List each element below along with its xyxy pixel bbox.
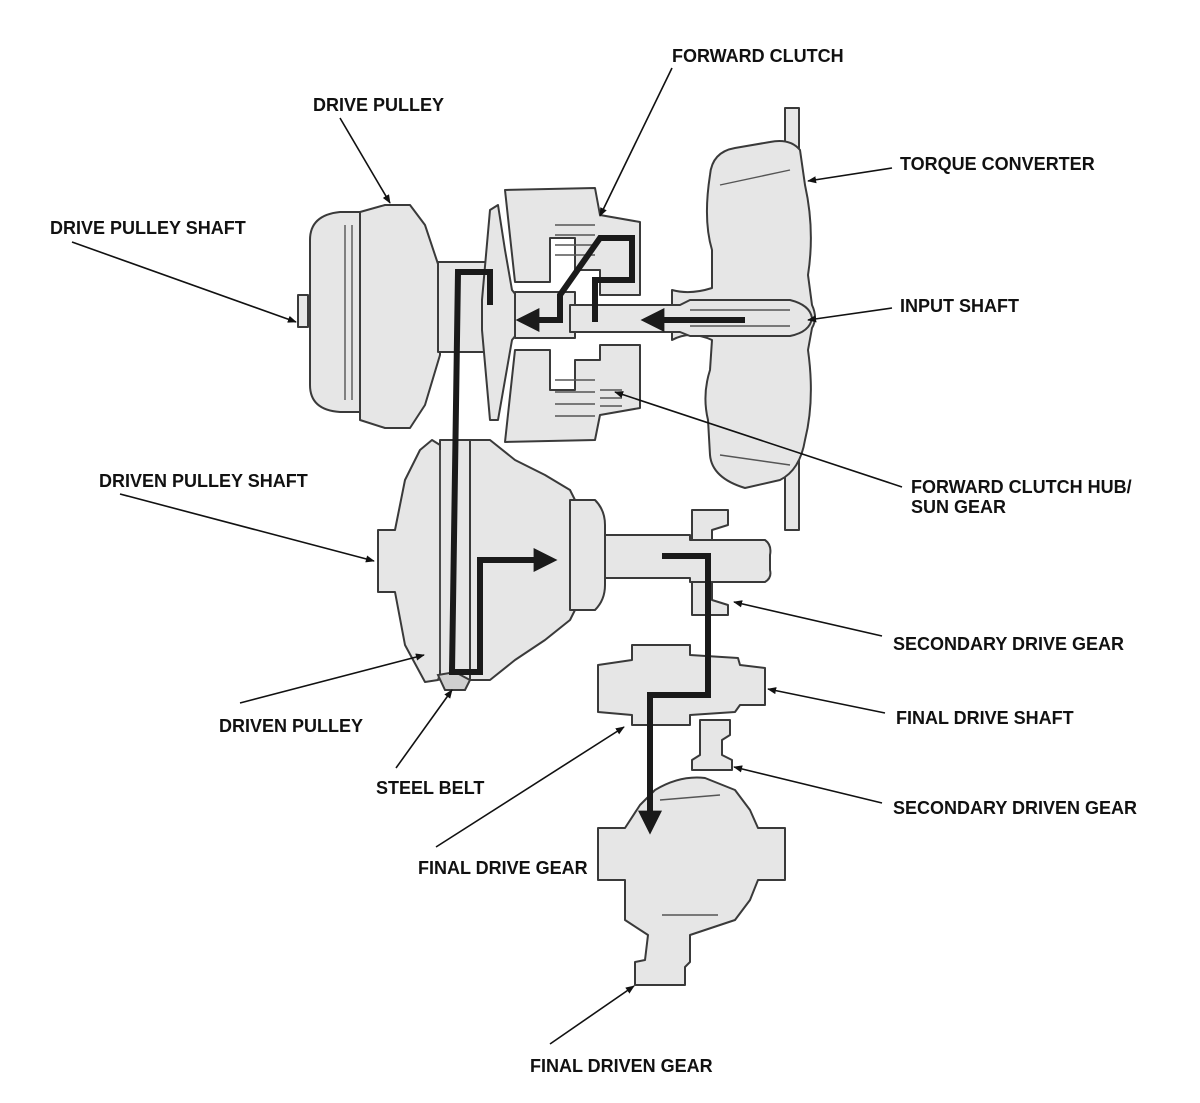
label-secondary-driven-gear: SECONDARY DRIVEN GEAR bbox=[893, 798, 1137, 818]
label-torque-converter: TORQUE CONVERTER bbox=[900, 154, 1095, 174]
label-steel-belt: STEEL BELT bbox=[376, 778, 484, 798]
leader-forward-clutch bbox=[599, 67, 673, 217]
leader-lines bbox=[71, 67, 903, 1045]
label-final-driven-gear: FINAL DRIVEN GEAR bbox=[530, 1056, 713, 1076]
label-drive-pulley: DRIVE PULLEY bbox=[313, 95, 444, 115]
leader-steel-belt bbox=[395, 689, 453, 769]
label-driven-pulley: DRIVEN PULLEY bbox=[219, 716, 363, 736]
leader-driven-pulley bbox=[239, 653, 425, 704]
label-driven-pulley-shaft: DRIVEN PULLEY SHAFT bbox=[99, 471, 308, 491]
leader-final-driven-gear bbox=[549, 985, 635, 1045]
leader-input-shaft bbox=[807, 307, 893, 323]
label-forward-clutch-hub-line2: SUN GEAR bbox=[911, 497, 1006, 517]
label-final-drive-gear: FINAL DRIVE GEAR bbox=[418, 858, 588, 878]
power-flow-path bbox=[448, 235, 745, 835]
leader-final-drive-gear bbox=[435, 726, 625, 848]
leader-driven-pulley-shaft bbox=[119, 493, 375, 563]
labels: FORWARD CLUTCH DRIVE PULLEY TORQUE CONVE… bbox=[50, 46, 1137, 1076]
differential bbox=[597, 776, 786, 986]
label-final-drive-shaft: FINAL DRIVE SHAFT bbox=[896, 708, 1074, 728]
driven-pulley-shaft bbox=[604, 509, 772, 616]
leader-drive-pulley bbox=[339, 117, 391, 204]
final-drive-shaft bbox=[597, 644, 766, 771]
leader-secondary-driven-gear bbox=[733, 765, 883, 804]
label-secondary-drive-gear: SECONDARY DRIVE GEAR bbox=[893, 634, 1124, 654]
forward-clutch bbox=[504, 187, 641, 443]
leader-final-drive-shaft bbox=[767, 687, 886, 714]
label-drive-pulley-shaft: DRIVE PULLEY SHAFT bbox=[50, 218, 246, 238]
leader-torque-converter bbox=[807, 167, 893, 184]
label-forward-clutch: FORWARD CLUTCH bbox=[672, 46, 844, 66]
label-input-shaft: INPUT SHAFT bbox=[900, 296, 1019, 316]
leader-forward-clutch-hub bbox=[614, 391, 903, 488]
drive-pulley bbox=[297, 204, 576, 429]
leader-secondary-drive-gear bbox=[733, 600, 883, 637]
label-forward-clutch-hub-line1: FORWARD CLUTCH HUB/ bbox=[911, 477, 1132, 497]
leader-drive-pulley-shaft bbox=[71, 241, 297, 323]
